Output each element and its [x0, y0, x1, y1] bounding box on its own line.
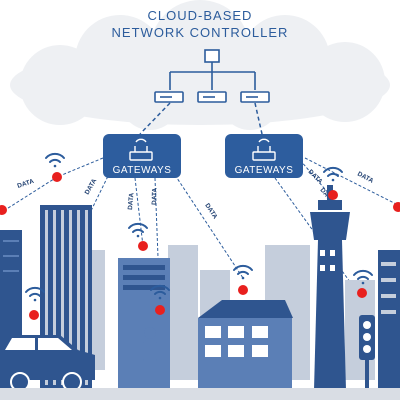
car-icon	[0, 335, 95, 392]
sensor-dot-icon	[328, 190, 338, 200]
wifi-icon	[25, 286, 45, 302]
title-line-1: CLOUD-BASED	[148, 8, 253, 23]
tower-icon	[310, 185, 350, 390]
ground	[0, 388, 400, 400]
sensor-dot-icon	[357, 288, 367, 298]
person-icon	[143, 327, 157, 385]
sensor-dot-icon	[0, 205, 7, 215]
cloud-icon	[10, 0, 390, 130]
data-label: DATA	[356, 171, 375, 185]
gateway-label: GATEWAYS	[235, 165, 294, 176]
data-label: DATA	[84, 177, 99, 196]
wifi-icon	[323, 166, 343, 182]
sensor-dot-icon	[29, 310, 39, 320]
cloud-gateway-links	[139, 102, 263, 135]
sensor-dot-icon	[52, 172, 62, 182]
wifi-icon	[353, 269, 373, 285]
building-house	[198, 300, 293, 388]
data-label: DATA	[16, 178, 35, 190]
sensor-dot-icon	[238, 285, 248, 295]
title-line-2: NETWORK CONTROLLER	[112, 25, 289, 40]
sensor-dot-icon	[393, 202, 400, 212]
sensor-dots	[0, 172, 400, 320]
sensor-dot-icon	[155, 305, 165, 315]
building-right	[378, 250, 400, 390]
gateway-box-right: GATEWAYS	[225, 134, 303, 178]
data-label: DATA	[127, 192, 135, 210]
traffic-light-icon	[359, 315, 375, 390]
sensor-dot-icon	[138, 241, 148, 251]
data-label: DATA	[307, 168, 324, 185]
data-label: DATA	[203, 202, 218, 220]
wifi-icon	[233, 264, 253, 280]
wifi-icon	[128, 222, 148, 238]
wifi-icons	[25, 152, 373, 302]
wifi-icon	[45, 152, 65, 168]
router-icon	[129, 138, 153, 161]
wifi-icon	[150, 284, 170, 300]
router-icon	[252, 138, 276, 161]
gateway-box-left: GATEWAYS	[103, 134, 181, 178]
network-topology-icon	[154, 49, 270, 103]
gateway-label: GATEWAYS	[113, 165, 172, 176]
data-label: DATA	[151, 187, 159, 205]
